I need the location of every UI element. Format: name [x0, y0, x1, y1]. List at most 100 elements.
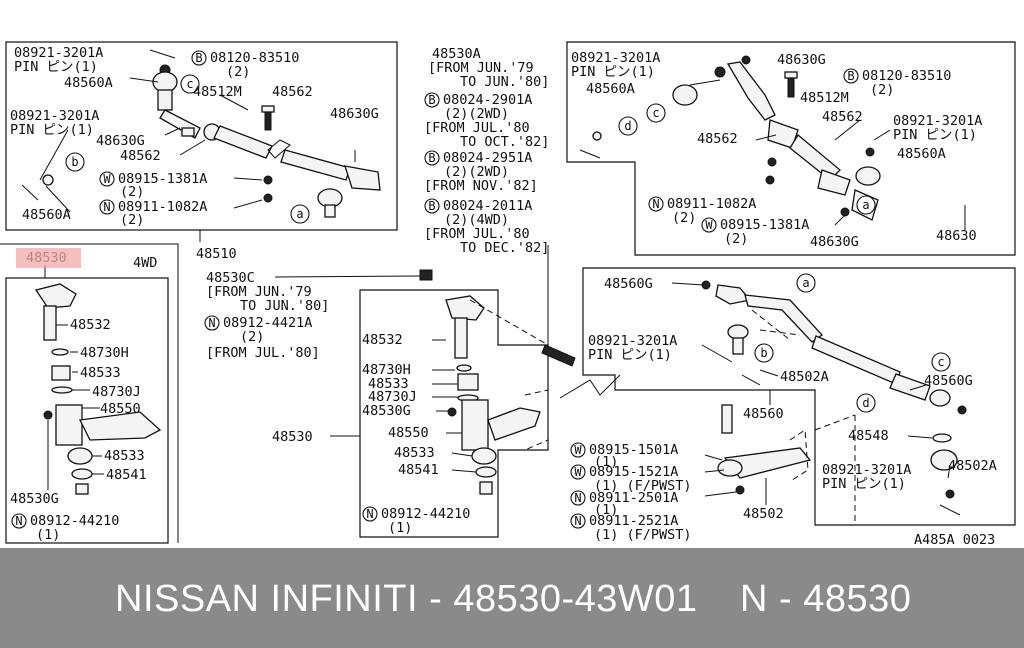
callout-symbol-icon — [701, 217, 717, 233]
part-label: d — [862, 396, 869, 410]
part-label: 48730J — [368, 389, 417, 405]
box-4wd-48530 — [5, 277, 169, 544]
part-label: (1) — [36, 527, 60, 543]
part-label: B — [847, 69, 854, 83]
part-label: W — [574, 443, 582, 457]
part-label: 08120-83510 — [210, 50, 299, 66]
part-label: 08921-3201A — [14, 45, 103, 61]
part-label: (1) — [594, 454, 618, 470]
part-label: [FROM JUN.'79 — [428, 60, 534, 76]
part-label: 48730J — [92, 384, 141, 400]
part-label: a — [862, 198, 869, 212]
part-label: W — [705, 218, 713, 232]
callout-symbol-icon — [754, 343, 774, 363]
part-label: 48550 — [388, 425, 429, 441]
callout-symbol-icon — [856, 195, 876, 215]
part-label: 08024-2951A — [443, 150, 532, 166]
part-label: 48562 — [272, 84, 313, 100]
relay-rod-assembly — [671, 280, 967, 525]
part-label: TO JUN.'80] — [240, 298, 329, 314]
part-label: PIN ピン(1) — [893, 127, 977, 143]
part-label: 48541 — [106, 467, 147, 483]
box-48530-center — [359, 289, 549, 538]
part-label: 48562 — [120, 148, 161, 164]
part-label: 08911-2501A — [589, 490, 678, 506]
part-label: 48630G — [810, 234, 859, 250]
part-label: N — [574, 514, 581, 528]
part-label: 08915-1381A — [720, 217, 809, 233]
figure-code: A485A 0023 — [914, 532, 995, 548]
part-label: 08911-1082A — [667, 196, 756, 212]
part-label: W — [103, 172, 111, 186]
part-label: B — [428, 93, 435, 107]
idler-arm-4wd — [34, 283, 162, 495]
part-label: 48530C — [206, 270, 255, 286]
part-label: 48730H — [362, 362, 411, 378]
part-label: (2) — [724, 231, 748, 247]
callout-symbol-icon — [570, 464, 586, 480]
part-label: 48512M — [800, 90, 849, 106]
callout-symbol-icon — [99, 171, 115, 187]
part-label: 48533 — [80, 365, 121, 381]
part-label: 48560 — [743, 406, 784, 422]
part-label: 48630G — [330, 106, 379, 122]
callout-symbol-icon — [843, 68, 859, 84]
part-label: 48502A — [780, 369, 829, 385]
highlight-48530 — [16, 248, 81, 268]
part-label: 48560A — [64, 75, 113, 91]
part-label: 48550 — [100, 401, 141, 417]
part-label: 08024-2901A — [443, 92, 532, 108]
part-label: 08921-3201A — [10, 108, 99, 124]
part-label: 08921-3201A — [588, 333, 677, 349]
part-label: 48502A — [948, 458, 997, 474]
part-label: B — [428, 151, 435, 165]
part-label: 48530G — [362, 403, 411, 419]
part-label: 48541 — [398, 462, 439, 478]
part-label: (2)(2WD) — [444, 164, 509, 180]
part-label: 48512M — [193, 84, 242, 100]
part-label: a — [802, 276, 809, 290]
part-label: c — [186, 77, 193, 91]
part-label: N — [103, 200, 110, 214]
part-label: 48630 — [936, 228, 977, 244]
part-label: [FROM JUL.'80 — [424, 120, 530, 136]
part-label: 48532 — [362, 332, 403, 348]
part-label: 08912-44210 — [30, 513, 119, 529]
part-label: TO DEC.'82] — [460, 240, 549, 256]
part-label: 08921-3201A — [822, 462, 911, 478]
callout-symbol-icon — [648, 196, 664, 212]
part-label: c — [937, 355, 944, 369]
footer-part-name: NISSAN INFINITI - 48530-43W01 — [115, 578, 698, 620]
part-label: 08921-3201A — [893, 113, 982, 129]
part-label: (2) — [870, 82, 894, 98]
part-label: W — [574, 465, 582, 479]
part-label: b — [71, 155, 78, 169]
part-label: N — [574, 491, 581, 505]
part-label: B — [428, 199, 435, 213]
part-label: 48562 — [822, 109, 863, 125]
part-label: 08915-1521A — [589, 464, 678, 480]
part-label: 48730H — [80, 345, 129, 361]
part-label: 48533 — [394, 445, 435, 461]
callout-symbol-icon — [570, 490, 586, 506]
callout-symbol-icon — [931, 352, 951, 372]
part-label: 48560G — [604, 276, 653, 292]
callout-symbol-icon — [99, 199, 115, 215]
part-label: (2) — [120, 184, 144, 200]
part-label: 08120-83510 — [862, 68, 951, 84]
callout-symbol-icon — [290, 204, 310, 224]
part-label: N — [15, 514, 22, 528]
callout-symbol-icon — [618, 116, 638, 136]
part-label: (2) — [120, 212, 144, 228]
part-label: a — [296, 207, 303, 221]
part-label: (2) — [672, 210, 696, 226]
idler-arm-center — [419, 269, 621, 495]
part-label: [FROM JUN.'79 — [206, 284, 312, 300]
callout-symbol-icon — [204, 315, 220, 331]
part-label: B — [195, 51, 202, 65]
part-label: 48530G — [10, 491, 59, 507]
part-label: (1) (F/PWST) — [594, 527, 692, 543]
part-label: 48533 — [368, 376, 409, 392]
part-label: (1) (F/PWST) — [594, 478, 692, 494]
